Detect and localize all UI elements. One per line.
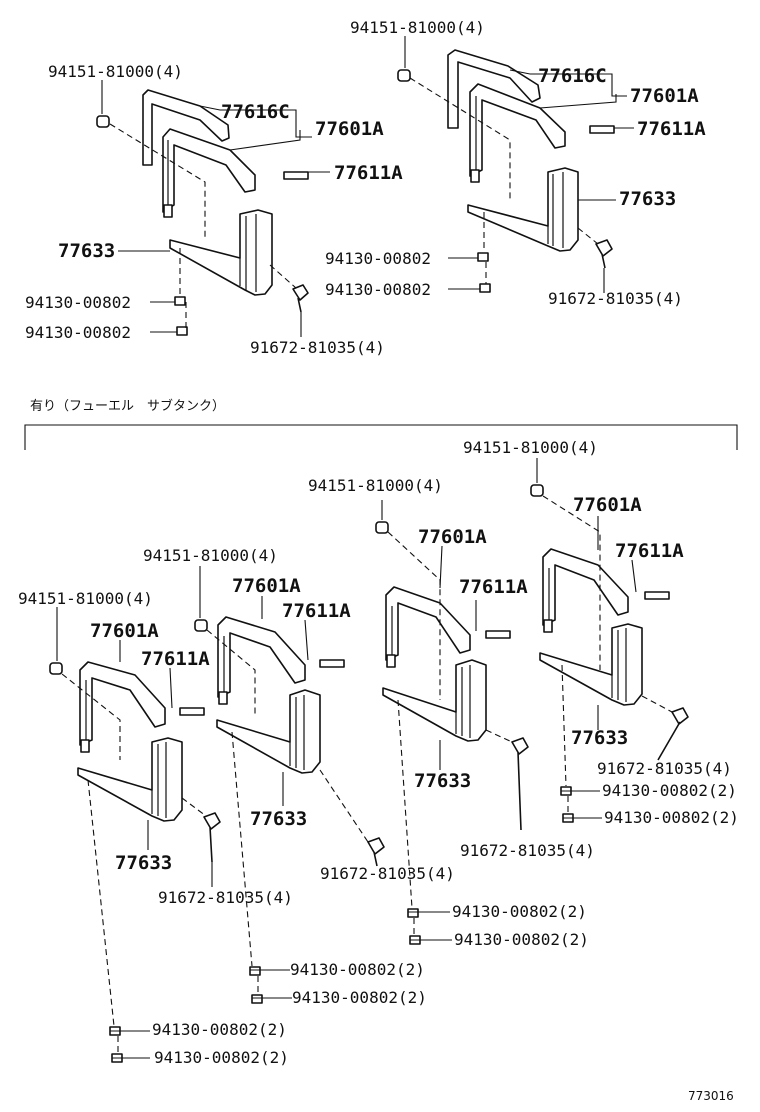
washer-94130: [477, 252, 489, 262]
label-77601a: 77601A: [573, 494, 642, 516]
assembly-bottom-2: [194, 566, 385, 1004]
label-94151: 94151-81000(4): [350, 18, 485, 37]
bolt-77611a: [319, 659, 345, 668]
label-91672: 91672-81035(4): [250, 338, 385, 357]
label-77611a: 77611A: [615, 540, 684, 562]
nut-94151: [96, 115, 110, 128]
nut-94151: [375, 521, 389, 534]
band-inner: [79, 661, 166, 746]
label-77601a: 77601A: [90, 620, 159, 642]
bolt-91672: [657, 707, 689, 761]
band-stud: [80, 739, 90, 753]
bracket-77633: [77, 737, 183, 822]
assembly-top-left: [96, 80, 330, 337]
bolt-77611a: [644, 591, 670, 600]
washer-94130: [174, 296, 186, 306]
label-77601a: 77601A: [232, 575, 301, 597]
label-77633: 77633: [571, 727, 628, 749]
bracket-77633: [169, 209, 273, 296]
bolt-91672: [367, 837, 385, 867]
band-outer: [142, 89, 230, 166]
bolt-91672: [511, 737, 529, 831]
label-77633: 77633: [115, 852, 172, 874]
label-94130x2: 94130-00802(2): [604, 808, 739, 827]
assembly-bottom-1: [49, 607, 221, 1063]
bolt-77611a: [179, 707, 205, 716]
washer-94130: [251, 994, 263, 1004]
label-77611a: 77611A: [459, 576, 528, 598]
label-91672: 91672-81035(4): [548, 289, 683, 308]
label-77611a: 77611A: [141, 648, 210, 670]
bracket-77633: [539, 623, 643, 706]
label-77633: 77633: [250, 808, 307, 830]
label-77611a: 77611A: [637, 118, 706, 140]
band-stud: [218, 691, 228, 705]
label-94151: 94151-81000(4): [18, 589, 153, 608]
label-94130: 94130-00802: [325, 249, 431, 268]
bolt-91672: [595, 239, 613, 269]
label-77611a: 77611A: [334, 162, 403, 184]
bolt-91672: [203, 812, 221, 863]
band-outer: [447, 49, 541, 129]
band-stud: [386, 654, 396, 668]
bracket-77633: [216, 689, 321, 774]
label-77611a: 77611A: [282, 600, 351, 622]
label-94130x2: 94130-00802(2): [290, 960, 425, 979]
band-stud: [470, 169, 480, 183]
label-94130x2: 94130-00802(2): [602, 781, 737, 800]
label-94130x2: 94130-00802(2): [152, 1020, 287, 1039]
band-inner: [217, 616, 306, 698]
label-91672: 91672-81035(4): [597, 759, 732, 778]
label-77601a: 77601A: [315, 118, 384, 140]
band-stud: [163, 204, 173, 218]
label-77633: 77633: [619, 188, 676, 210]
assembly-bottom-4: [530, 458, 689, 823]
washer-94130: [479, 283, 491, 293]
label-94151: 94151-81000(4): [308, 476, 443, 495]
bolt-77611a: [589, 125, 615, 134]
section-bracket: [24, 424, 738, 450]
washer-94130: [407, 908, 419, 918]
nut-94151: [194, 619, 208, 632]
band-stud: [543, 619, 553, 633]
label-94130x2: 94130-00802(2): [154, 1048, 289, 1067]
assembly-bottom-3: [375, 500, 529, 945]
label-77633: 77633: [58, 240, 115, 262]
washer-94130: [249, 966, 261, 976]
label-94130x2: 94130-00802(2): [454, 930, 589, 949]
label-94130: 94130-00802: [25, 293, 131, 312]
nut-94151: [49, 662, 63, 675]
bolt-77611a: [485, 630, 511, 639]
label-94151: 94151-81000(4): [48, 62, 183, 81]
label-94130: 94130-00802: [25, 323, 131, 342]
nut-94151: [530, 484, 544, 497]
band-inner: [469, 83, 566, 177]
assembly-top-right: [397, 36, 634, 293]
label-77601a: 77601A: [418, 526, 487, 548]
bolt-91672: [292, 284, 309, 313]
washer-94130: [176, 326, 188, 336]
label-77616c: 77616C: [221, 101, 290, 123]
label-91672: 91672-81035(4): [320, 864, 455, 883]
label-94151: 94151-81000(4): [143, 546, 278, 565]
label-94130: 94130-00802: [325, 280, 431, 299]
bracket-77633: [467, 167, 579, 252]
label-94130x2: 94130-00802(2): [452, 902, 587, 921]
label-77633: 77633: [414, 770, 471, 792]
label-77616c: 77616C: [538, 65, 607, 87]
section-note: 有り（フューエル サブタンク）: [30, 398, 225, 414]
figure-reference: 773016: [688, 1089, 734, 1103]
bolt-77611a: [283, 171, 309, 180]
label-94130x2: 94130-00802(2): [292, 988, 427, 1007]
label-94151: 94151-81000(4): [463, 438, 598, 457]
label-77601a: 77601A: [630, 85, 699, 107]
band-inner: [385, 586, 471, 661]
band-inner: [162, 128, 256, 213]
band-inner: [542, 548, 629, 626]
label-91672: 91672-81035(4): [460, 841, 595, 860]
nut-94151: [397, 69, 411, 82]
label-91672: 91672-81035(4): [158, 888, 293, 907]
